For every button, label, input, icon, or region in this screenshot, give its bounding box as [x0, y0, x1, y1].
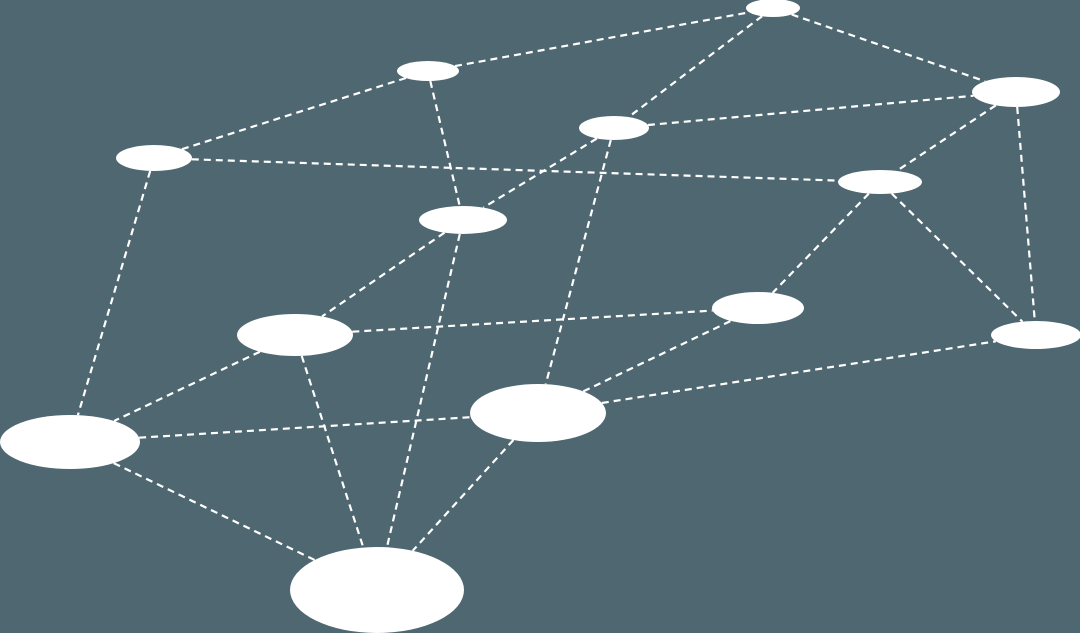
edge-n6-n12	[385, 233, 461, 548]
node-n3	[972, 77, 1060, 107]
node-n1	[397, 61, 459, 81]
node-n9	[991, 321, 1080, 349]
edge-n2-n6	[482, 137, 598, 209]
edge-n0-n3	[791, 13, 986, 83]
node-n5	[838, 170, 922, 194]
edge-n10-n8	[582, 319, 732, 393]
node-n0	[746, 0, 800, 17]
edge-n5-n8	[771, 192, 870, 294]
edge-n7-n8	[352, 309, 713, 333]
edge-n2-n3	[647, 94, 974, 127]
edge-n0-n2	[627, 15, 763, 118]
edge-n4-n11	[76, 170, 152, 416]
edge-n2-n10	[544, 139, 612, 385]
node-n7	[237, 314, 353, 356]
edge-n7-n12	[300, 355, 365, 548]
edge-layer	[76, 11, 1036, 561]
edge-n1-n0	[454, 11, 750, 68]
node-n12	[290, 547, 464, 633]
edge-n1-n4	[181, 76, 407, 151]
edge-n3-n9	[1016, 106, 1036, 322]
edge-n3-n5	[895, 104, 997, 172]
node-n11	[0, 415, 140, 469]
edge-n6-n7	[321, 231, 446, 318]
node-n10	[470, 384, 606, 442]
edge-n7-n11	[113, 350, 261, 422]
edge-n10-n12	[411, 439, 515, 552]
edge-n10-n9	[601, 340, 996, 405]
edge-n1-n6	[429, 80, 461, 207]
node-n8	[712, 292, 804, 324]
node-n2	[579, 116, 649, 140]
edge-n11-n12	[113, 462, 316, 561]
node-n6	[419, 206, 507, 234]
node-n4	[116, 145, 192, 171]
edge-n11-n10	[139, 416, 471, 439]
edge-n5-n9	[890, 192, 1024, 323]
edge-n4-n5	[191, 158, 839, 182]
